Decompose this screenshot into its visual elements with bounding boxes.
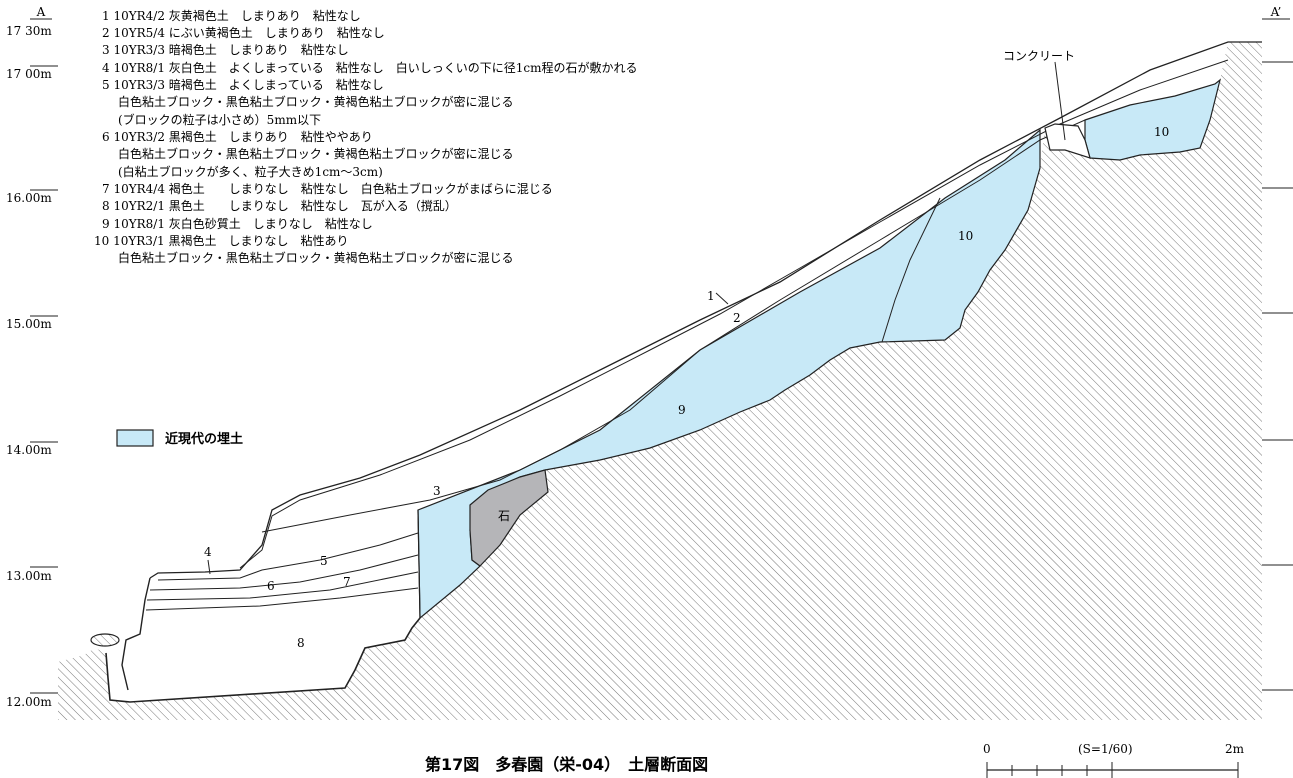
layer-6-7-line — [146, 571, 419, 601]
layer-8-cut — [121, 577, 151, 691]
layer-label-4: 4 — [204, 545, 212, 559]
layer-label-9: 9 — [678, 403, 686, 417]
layer-labels: 1 2 3 4 5 6 7 8 9 10 10 石 — [204, 125, 1169, 650]
layer-label-10-lower: 10 — [958, 229, 973, 243]
elevation-1700: 17 00m — [6, 67, 52, 81]
elevation-1300: 13.00m — [6, 569, 52, 583]
concrete-leader — [1054, 61, 1066, 141]
desc-line: 白色粘土ブロック・黒色粘土ブロック・黄褐色粘土ブロックが密に混じる — [118, 94, 514, 109]
desc-line: 白色粘土ブロック・黒色粘土ブロック・黄褐色粘土ブロックが密に混じる — [118, 146, 514, 161]
layer-label-2: 2 — [733, 311, 741, 325]
layer-8-outline — [105, 617, 421, 703]
hatched-ground — [58, 42, 1262, 720]
left-elevation-overlines — [30, 18, 58, 694]
desc-line: 1 10YR4/2 灰黄褐色土 しまりあり 粘性なし — [102, 8, 361, 23]
desc-line: 10 10YR3/1 黒褐色土 しまりなし 粘性あり — [94, 233, 348, 248]
figure-caption: 第17図 多春園（栄-04） 土層断面図 — [425, 755, 708, 774]
small-object — [90, 633, 120, 647]
desc-line: 白色粘土ブロック・黒色粘土ブロック・黄褐色粘土ブロックが密に混じる — [118, 250, 514, 265]
layer-label-8: 8 — [297, 636, 305, 650]
section-left-label: A — [36, 5, 46, 19]
surface-top-line — [149, 41, 1262, 579]
desc-line: 8 10YR2/1 黒色土 しまりなし 粘性なし 瓦が入る（撹乱） — [102, 198, 457, 213]
elevation-1730: 17 30m — [6, 24, 52, 38]
desc-line: (白粘土ブロックが多く、粒子大きめ1cm～3cm) — [118, 164, 383, 179]
scale-end: 2m — [1225, 742, 1245, 756]
stone — [469, 469, 549, 567]
scale-start: 0 — [983, 742, 991, 756]
cut-line — [417, 509, 421, 619]
fill-legend-swatch — [116, 429, 154, 447]
right-elevation-ticks — [1262, 61, 1293, 691]
layer-5-6-line — [149, 554, 419, 591]
desc-line: 6 10YR3/2 黒褐色土 しまりあり 粘性ややあり — [102, 129, 373, 144]
layer-10-upper-fill — [1084, 78, 1222, 161]
concrete-label: コンクリート — [1003, 49, 1075, 63]
layer-descriptions: 1 10YR4/2 灰黄褐色土 しまりあり 粘性なし 2 10YR5/4 にぶい… — [94, 8, 637, 265]
concrete — [1044, 123, 1091, 159]
stone-label: 石 — [498, 509, 510, 523]
desc-line: (ブロックの粒子は小さめ）5mm以下 — [118, 112, 321, 127]
scale-ratio: (S=1/60) — [1078, 742, 1133, 756]
layer-label-1: 1 — [707, 289, 715, 303]
layer-1-line — [239, 59, 1229, 569]
elevation-1400: 14.00m — [6, 443, 52, 457]
fill-legend-label: 近現代の埋土 — [165, 431, 243, 447]
layer-4-5-line — [157, 532, 419, 581]
desc-line: 3 10YR3/3 暗褐色土 しまりあり 粘性なし — [102, 42, 349, 57]
desc-line: 4 10YR8/1 灰白色土 よくしまっている 粘性なし 白いしっくいの下に径1… — [102, 60, 637, 75]
desc-line: 5 10YR3/3 暗褐色土 よくしまっている 粘性なし — [102, 77, 384, 92]
desc-line: 9 10YR8/1 灰白色砂質土 しまりなし 粘性なし — [102, 216, 373, 231]
layer-label-5: 5 — [320, 554, 328, 568]
layer-2-line — [261, 119, 1086, 533]
boundary-9-10 — [881, 197, 941, 343]
elevation-1500: 15.00m — [6, 317, 52, 331]
section-right-label: A’ — [1270, 5, 1282, 19]
elevation-1600: 16.00m — [6, 191, 52, 205]
layer-7-8-line — [145, 587, 419, 611]
scale-bar: 0 (S=1/60) 2m — [983, 742, 1245, 778]
elevation-1200: 12.00m — [6, 695, 52, 709]
layer-label-10-upper: 10 — [1154, 125, 1169, 139]
layer-label-3: 3 — [433, 484, 441, 498]
desc-line: 2 10YR5/4 にぶい黄褐色土 しまりあり 粘性なし — [102, 25, 385, 40]
layer-label-7: 7 — [343, 575, 351, 589]
layer-label-6: 6 — [267, 579, 275, 593]
desc-line: 7 10YR4/4 褐色土 しまりなし 粘性なし 白色粘土ブロックがまばらに混じ… — [102, 181, 553, 196]
